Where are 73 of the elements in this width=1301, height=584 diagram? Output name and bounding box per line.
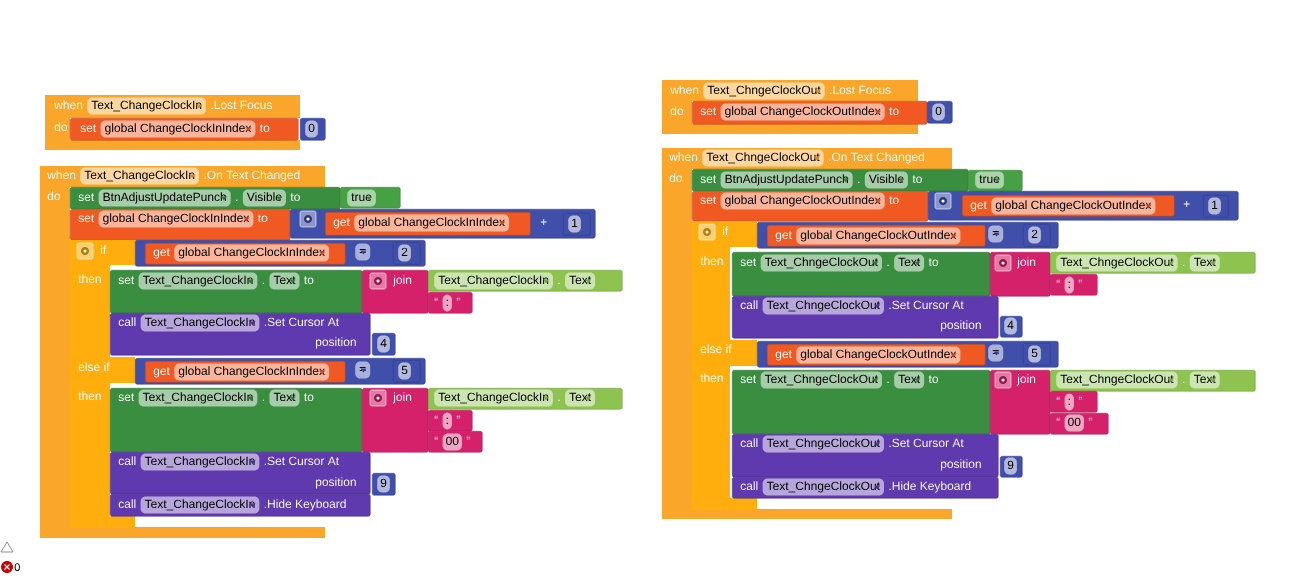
node-label: .Lost Focus xyxy=(211,100,273,110)
number-block xyxy=(1000,316,1023,338)
string-block: “ 00 ” xyxy=(1050,413,1109,435)
number-block xyxy=(1023,343,1051,366)
string-block: “ : ” xyxy=(1050,391,1098,413)
node-label: do xyxy=(670,106,684,116)
node-label: .On Text Changed xyxy=(204,170,300,182)
number-block xyxy=(927,101,953,124)
boolean-block xyxy=(340,187,401,209)
setter-block: set Text_ChangeClockIn . Text to xyxy=(110,270,363,314)
property-block: Text_ChangeClockIn . Text xyxy=(428,388,623,410)
get-block: get global ChangeClockOutIndex xyxy=(767,344,986,366)
call-block: call Text_ChngeClockOut .Hide Keyboard xyxy=(732,477,999,499)
setter-block: set BtnAdjustUpdatePunch . Visible to xyxy=(692,169,969,192)
get-block: get global ChangeClockInIndex xyxy=(145,361,346,383)
variable-block: set global ChangeClockInIndex to xyxy=(70,118,299,141)
node-label: then xyxy=(700,373,723,383)
get-block: get global ChangeClockOutIndex xyxy=(962,195,1175,217)
node-label: when xyxy=(54,100,83,110)
value-field: : xyxy=(1064,276,1074,294)
variable-block: set global ChangeClockOutIndex to xyxy=(692,191,929,222)
number-block xyxy=(563,213,591,236)
node-label: when xyxy=(47,170,76,180)
join-block: join xyxy=(990,370,1051,435)
node-label: when xyxy=(670,85,699,95)
boolean-block xyxy=(968,170,1023,192)
node-label: .Lost Focus xyxy=(830,85,891,95)
number-block xyxy=(393,242,421,265)
string-block: “ 00 ” xyxy=(428,431,483,453)
node-label: .On Text Changed xyxy=(829,152,925,164)
number-block xyxy=(1023,224,1051,247)
node-label: then xyxy=(700,256,723,266)
string-block: “ : ” xyxy=(428,292,473,314)
node-label: then xyxy=(78,274,101,284)
join-block: join xyxy=(362,270,429,314)
number-block xyxy=(372,333,396,356)
number-block xyxy=(393,360,421,383)
join-block: join xyxy=(990,252,1051,297)
setter-block: set BtnAdjustUpdatePunch . Visible to xyxy=(70,187,341,210)
node-label: do xyxy=(54,122,68,132)
number-block xyxy=(300,118,326,141)
variable-block: set global ChangeClockInIndex to xyxy=(70,209,291,241)
setter-block: set Text_ChngeClockOut . Text to xyxy=(732,252,991,297)
number-block xyxy=(372,473,396,496)
get-block: get global ChangeClockInIndex xyxy=(325,212,531,236)
get-block: get global ChangeClockInIndex xyxy=(145,243,346,265)
join-block: join xyxy=(362,388,429,453)
call-block: call Text_ChangeClockIn .Set Cursor At position xyxy=(110,313,371,356)
node-label: else if xyxy=(700,344,732,354)
node-label: then xyxy=(78,391,101,401)
string-block: “ : ” xyxy=(428,410,473,432)
setter-block: set Text_ChngeClockOut . Text to xyxy=(732,370,991,435)
get-block: get global ChangeClockOutIndex xyxy=(767,225,986,247)
number-block xyxy=(1000,456,1023,478)
node-label: if xyxy=(101,245,107,254)
node-label: when xyxy=(669,152,698,162)
property-block: Text_ChngeClockOut . Text xyxy=(1050,252,1256,274)
string-block: “ : ” xyxy=(1050,274,1098,296)
node-label: if xyxy=(723,226,729,235)
call-block: call Text_ChangeClockIn .Hide Keyboard xyxy=(110,494,371,517)
call-block: call Text_ChngeClockOut .Set Cursor At position xyxy=(732,296,999,339)
value-field: : xyxy=(1064,393,1074,411)
node-label: do xyxy=(669,173,683,183)
number-block xyxy=(1203,195,1229,218)
variable-block: set global ChangeClockOutIndex to xyxy=(692,101,928,125)
value-field: : xyxy=(442,294,452,312)
node-label: do xyxy=(47,191,61,201)
property-block: Text_ChngeClockOut . Text xyxy=(1050,370,1256,392)
property-block: Text_ChangeClockIn . Text xyxy=(428,270,623,292)
value-field: : xyxy=(442,412,452,430)
error-count: 0 xyxy=(14,563,20,572)
node-label: else if xyxy=(78,362,110,372)
setter-block: set Text_ChangeClockIn . Text to xyxy=(110,388,363,453)
